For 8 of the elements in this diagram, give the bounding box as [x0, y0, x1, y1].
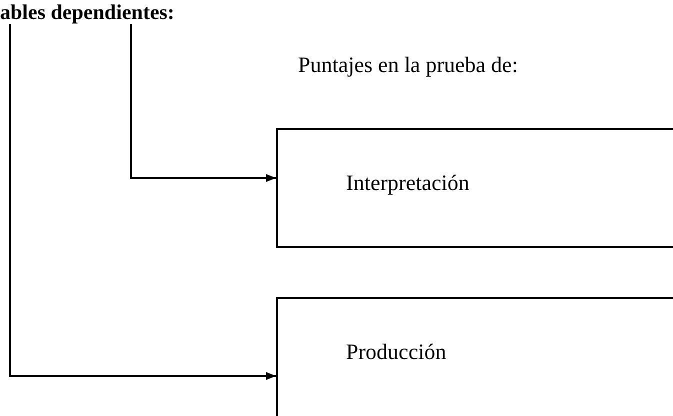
connector-arrow [9, 24, 276, 380]
heading-text: ables dependientes: [0, 0, 174, 24]
box-label: Interpretación [346, 168, 470, 197]
variable-box [276, 128, 673, 248]
box-label: Producción [346, 338, 446, 366]
connector-arrow [130, 24, 276, 182]
caption-text: Puntajes en la prueba de: [298, 51, 518, 79]
variable-box [276, 297, 673, 416]
